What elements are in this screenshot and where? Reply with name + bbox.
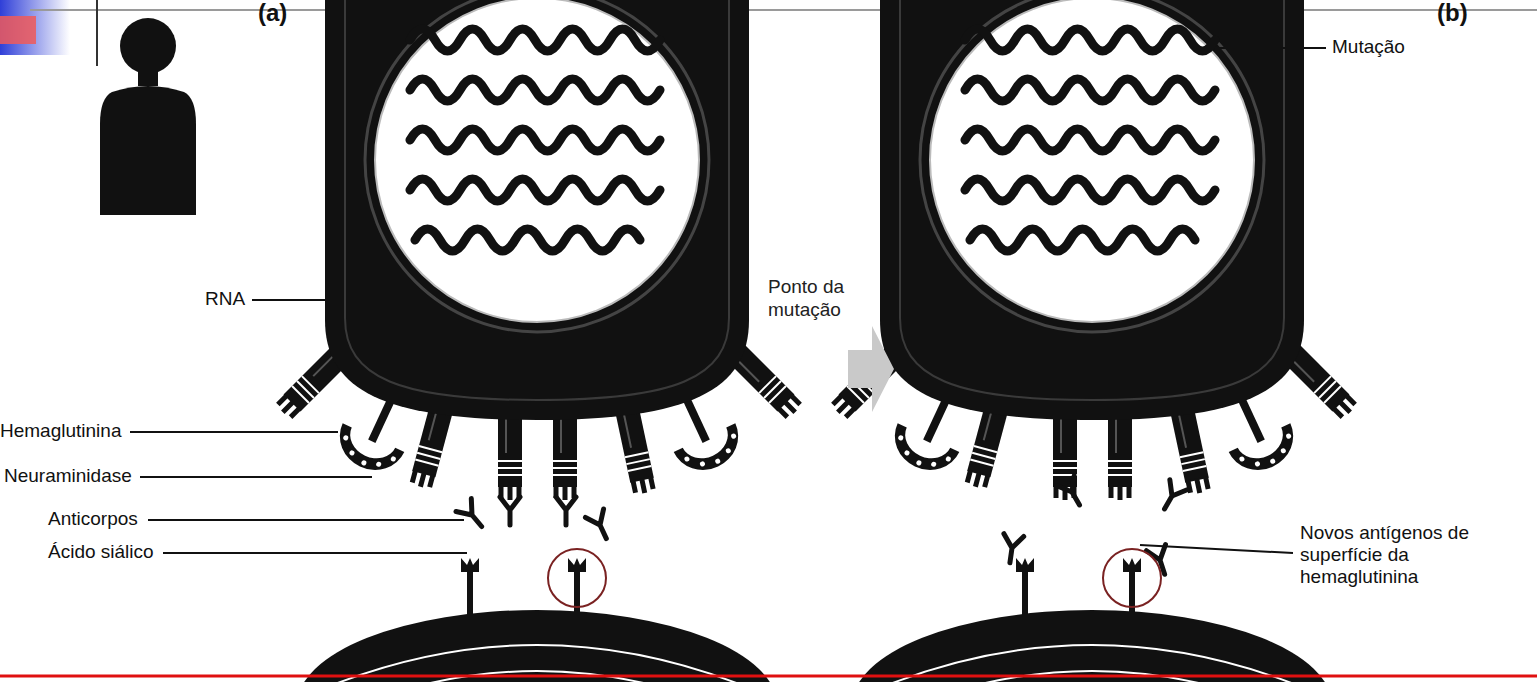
part-label: Hemaglutinina: [0, 420, 140, 442]
part-label: Mutação: [1332, 36, 1442, 58]
leader-lines: [130, 48, 1326, 553]
corner-decoration: [0, 16, 36, 44]
corner-decoration: [0, 0, 70, 55]
part-label: Ácido siálico: [48, 541, 173, 563]
node-text: Ponto da mutação: [768, 276, 860, 322]
header-rule: [30, 9, 1537, 11]
footer-rule: [0, 675, 1537, 678]
antibody-symbol: [556, 497, 576, 525]
antibody-symbol: [500, 497, 520, 525]
antibody-symbol: [1156, 480, 1187, 514]
part-label: RNA: [205, 288, 265, 310]
panel-label: (a): [258, 0, 318, 27]
part-label: Neuraminidase: [4, 465, 144, 487]
panel-label: (b): [1437, 0, 1497, 27]
antibody-symbol: [1057, 476, 1088, 510]
antibody-symbol: [585, 509, 615, 543]
antibody-symbol: [456, 499, 489, 533]
highlight-circle: [548, 549, 606, 607]
header-rule: [96, 0, 98, 66]
highlight-circle: [1103, 549, 1161, 607]
virus-panel-b: [829, 0, 1358, 682]
mutation-arrow: Ponto da mutação: [764, 274, 898, 416]
arrow-shape: [848, 326, 894, 412]
part-label: Anticorpos: [48, 508, 158, 530]
part-label: Novos antígenos de superfície da hemaglu…: [1300, 522, 1478, 588]
virus-panel-a: [274, 0, 803, 682]
human-silhouette: [100, 18, 196, 215]
antibody-symbol: [1000, 534, 1024, 565]
